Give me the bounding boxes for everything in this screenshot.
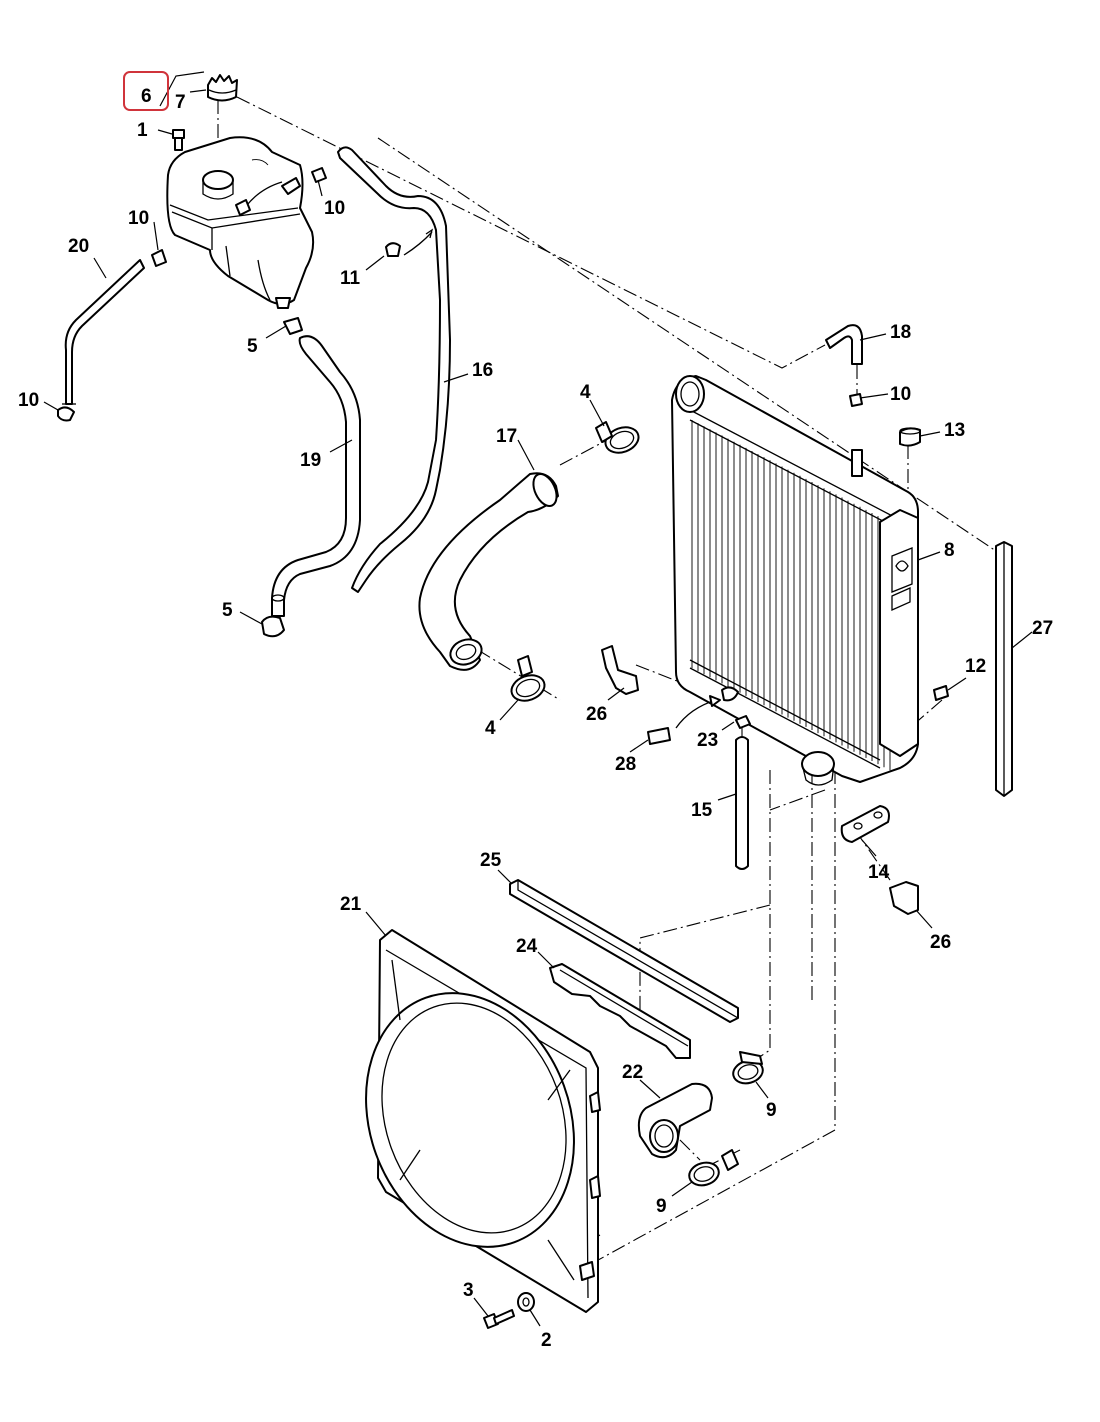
bracket-lower <box>889 881 919 915</box>
callout-3: 3 <box>463 1280 474 1301</box>
shroud-seal-bracket <box>549 963 691 1059</box>
callout-11: 11 <box>340 268 361 289</box>
callout-22: 22 <box>622 1062 643 1083</box>
callout-19: 19 <box>300 450 321 471</box>
shroud-bolt <box>483 1309 515 1329</box>
callout-10-d: 10 <box>890 384 911 405</box>
seal-strip-diagonal <box>509 879 739 1023</box>
washer <box>517 1292 535 1312</box>
support-rod <box>735 736 749 870</box>
callout-5-b: 5 <box>222 600 233 621</box>
vent-hose <box>825 324 863 365</box>
hose-clamps-small <box>57 167 863 422</box>
callout-8: 8 <box>944 540 955 561</box>
callout-5-a: 5 <box>247 336 258 357</box>
callout-18: 18 <box>890 322 911 343</box>
callout-9-b: 9 <box>656 1196 667 1217</box>
callout-26-a: 26 <box>586 704 607 725</box>
leader-lines <box>43 71 1033 1327</box>
callout-14: 14 <box>868 862 890 883</box>
callout-9-a: 9 <box>766 1100 777 1121</box>
callout-4-b: 4 <box>485 718 496 739</box>
callout-21: 21 <box>340 894 362 915</box>
callout-10-a: 10 <box>128 208 149 229</box>
callout-15: 15 <box>691 800 713 821</box>
hose-clamp-9-lower <box>688 1149 739 1187</box>
long-hose <box>337 146 451 593</box>
callout-20: 20 <box>68 236 89 257</box>
callout-13: 13 <box>944 420 965 441</box>
bolt <box>172 129 185 151</box>
upper-radiator-hose <box>418 472 559 671</box>
hose-clamp-upper <box>595 421 640 454</box>
callout-4-a: 4 <box>580 382 591 403</box>
callout-10-b: 10 <box>324 198 345 219</box>
filler-cap <box>207 74 238 102</box>
callout-7: 7 <box>175 92 186 113</box>
lower-radiator-hose <box>637 1082 713 1159</box>
seal-strip-vertical <box>995 541 1013 797</box>
expansion-tank <box>166 136 315 309</box>
callout-2: 2 <box>541 1330 552 1351</box>
callout-10-c: 10 <box>18 390 39 411</box>
hose-clamp-9-upper <box>732 1051 764 1085</box>
callout-23: 23 <box>697 730 718 751</box>
callout-25: 25 <box>480 850 502 871</box>
callout-27: 27 <box>1032 618 1053 639</box>
callout-6: 6 <box>141 86 152 107</box>
nut <box>735 715 751 729</box>
callout-28: 28 <box>615 754 636 775</box>
callout-12: 12 <box>965 656 986 677</box>
drain-fitting <box>647 695 721 745</box>
overflow-hose <box>62 259 145 405</box>
callout-1: 1 <box>137 120 148 141</box>
hose-clip <box>385 242 401 257</box>
hose-fitting <box>261 317 303 638</box>
callout-16: 16 <box>472 360 493 381</box>
radiator-cap <box>899 427 921 447</box>
callout-labels: 6 7 1 10 10 20 11 5 10 16 19 17 4 18 10 … <box>18 86 1053 1351</box>
fan-shroud <box>365 929 601 1313</box>
mounting-bracket <box>840 805 890 843</box>
callout-17: 17 <box>496 426 517 447</box>
tank-hose <box>271 335 361 617</box>
bracket-upper <box>601 645 639 695</box>
radiator <box>671 375 919 786</box>
retaining-clip <box>933 685 949 701</box>
callout-24: 24 <box>516 936 538 957</box>
hose-clamp-lower <box>510 655 546 702</box>
callout-highlight-box <box>123 71 169 111</box>
callout-26-b: 26 <box>930 932 951 953</box>
